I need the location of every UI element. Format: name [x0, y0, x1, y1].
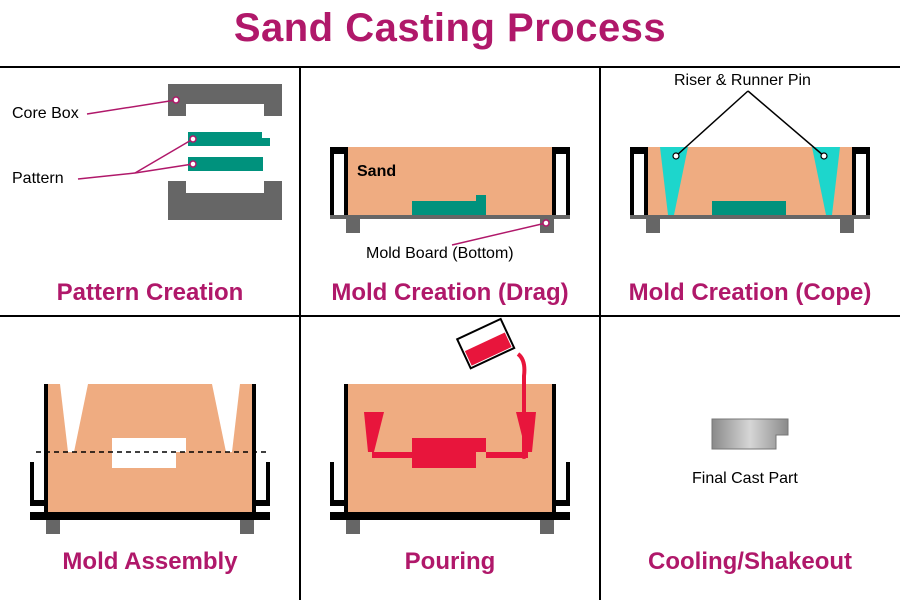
panel-pattern-creation: Core Box Pattern Pattern Creation [0, 67, 300, 316]
ladle-icon [455, 317, 516, 370]
pattern-creation-diagram [77, 84, 282, 220]
core-box-bottom [168, 181, 282, 220]
riser-right [812, 147, 840, 215]
riser-left [660, 147, 688, 215]
caption-pattern-creation: Pattern Creation [56, 279, 244, 306]
label-sand: Sand [357, 163, 397, 180]
label-final-cast-part: Final Cast Part [692, 470, 798, 487]
panel-pouring: Pouring [300, 316, 600, 600]
panel-mold-assembly: Mold Assembly [0, 316, 300, 600]
final-cast-part [711, 418, 789, 450]
pouring-diagram [330, 317, 570, 534]
panel-mold-creation-cope: Riser & Runner Pin Mold Creation (Cope) [600, 67, 900, 316]
cooling-diagram [711, 418, 789, 450]
label-riser-runner-pin: Riser & Runner Pin [674, 72, 811, 89]
label-core-box: Core Box [12, 105, 79, 122]
pattern-cavity [112, 438, 186, 468]
mold-board [330, 215, 570, 219]
label-mold-board: Mold Board (Bottom) [366, 245, 514, 262]
assembly-diagram [30, 384, 270, 534]
pattern-in-drag [412, 195, 486, 215]
panel-cooling-shakeout: Final Cast Part Cooling/Shakeout [600, 316, 900, 600]
cope-diagram [630, 90, 870, 233]
caption-mold-assembly: Mold Assembly [62, 548, 238, 575]
caption-cooling-shakeout: Cooling/Shakeout [648, 548, 852, 575]
pattern-piece-top [188, 126, 270, 146]
core-box-top [168, 84, 282, 116]
caption-mold-creation-cope: Mold Creation (Cope) [628, 279, 872, 306]
drag-diagram [330, 147, 570, 246]
pattern-piece-bottom [188, 157, 263, 171]
page-title: Sand Casting Process [233, 6, 667, 50]
molten-part [412, 438, 486, 468]
caption-pouring: Pouring [404, 548, 496, 575]
panel-mold-creation-drag: Sand Mold Board (Bottom) Mold Creation (… [300, 67, 600, 316]
label-pattern: Pattern [12, 170, 64, 187]
pour-stream [516, 352, 527, 454]
caption-mold-creation-drag: Mold Creation (Drag) [331, 279, 569, 306]
